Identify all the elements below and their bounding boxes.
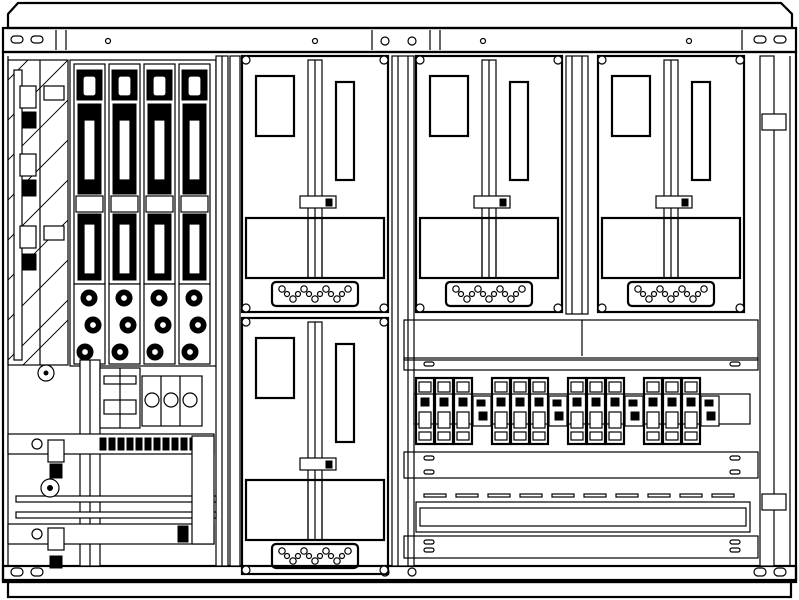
fuse-switch xyxy=(143,63,176,365)
pe-terminal xyxy=(153,437,161,451)
rail-slot xyxy=(711,493,735,498)
screw xyxy=(597,303,607,313)
breaker-group xyxy=(490,376,568,446)
screw xyxy=(415,303,425,313)
slot xyxy=(423,547,435,553)
screw xyxy=(241,55,251,65)
meter-display-window xyxy=(254,336,296,400)
rail-slot xyxy=(615,493,639,498)
pe-terminal xyxy=(108,437,116,451)
bottom-mounting-rail xyxy=(10,567,787,577)
incoming-terminal-clamps xyxy=(19,85,65,382)
meter-slot xyxy=(690,80,712,182)
screw xyxy=(415,55,425,65)
slot xyxy=(729,547,741,553)
pe-terminal xyxy=(171,437,179,451)
pe-terminal xyxy=(126,437,134,451)
meter-display-window xyxy=(428,74,470,138)
screw xyxy=(553,303,563,313)
meter-slot xyxy=(508,80,530,182)
panel-divider-profiles xyxy=(391,55,787,567)
rail-slot xyxy=(487,493,511,498)
circuit-breaker xyxy=(528,376,550,446)
rail-slot xyxy=(647,493,671,498)
fuse-switch-array xyxy=(69,59,217,367)
meter-slot xyxy=(334,80,356,182)
circuit-breaker xyxy=(604,376,626,446)
rail-slot xyxy=(519,493,543,498)
meter-display-window xyxy=(610,74,652,138)
rail-slot xyxy=(423,493,447,498)
meter-display-window xyxy=(254,74,296,138)
pe-terminal xyxy=(135,437,143,451)
screw xyxy=(553,55,563,65)
incoming-connection-zone xyxy=(7,59,69,382)
fuse-switch xyxy=(178,63,211,365)
screw xyxy=(241,317,251,327)
slot xyxy=(423,455,435,461)
breaker-group xyxy=(414,376,492,446)
terminal-block xyxy=(270,542,360,570)
circuit-breaker-groups xyxy=(414,376,720,446)
pe-terminal xyxy=(99,437,107,451)
pe-terminal xyxy=(144,437,152,451)
screw xyxy=(241,303,251,313)
fuse-switch xyxy=(73,63,106,365)
meter-panel xyxy=(414,54,564,314)
screw xyxy=(597,55,607,65)
slot xyxy=(729,469,741,475)
terminal-block xyxy=(626,280,716,308)
pe-terminal xyxy=(162,437,170,451)
screw xyxy=(379,303,389,313)
meter-panels xyxy=(240,54,746,576)
slot xyxy=(729,539,741,545)
slot xyxy=(423,539,435,545)
screw xyxy=(241,565,251,575)
rail-slot xyxy=(455,493,479,498)
slot xyxy=(729,455,741,461)
circuit-breaker xyxy=(680,376,702,446)
meter-panel xyxy=(240,316,390,576)
screw xyxy=(735,55,745,65)
fuse-switch xyxy=(108,63,141,365)
screw xyxy=(379,55,389,65)
meter-panel xyxy=(596,54,746,314)
meter-terminal-cover xyxy=(600,216,742,280)
slot xyxy=(423,361,435,367)
meter-panel xyxy=(240,54,390,314)
terminal-block xyxy=(444,280,534,308)
slot xyxy=(423,469,435,475)
surge-protection-devices xyxy=(99,367,203,429)
breaker-group xyxy=(566,376,644,446)
meter-terminal-cover xyxy=(418,216,560,280)
top-mounting-rail xyxy=(10,30,787,50)
pe-terminal xyxy=(117,437,125,451)
breaker-group xyxy=(642,376,720,446)
meter-terminal-cover xyxy=(244,478,386,542)
circuit-breaker xyxy=(452,376,474,446)
screw xyxy=(379,317,389,327)
pe-terminal xyxy=(180,437,188,451)
meter-terminal-cover xyxy=(244,216,386,280)
screw xyxy=(379,565,389,575)
rail-slot xyxy=(679,493,703,498)
terminal-block xyxy=(270,280,360,308)
slot xyxy=(729,361,741,367)
meter-slot xyxy=(334,342,356,444)
pe-n-busbars xyxy=(7,433,217,569)
rail-slot xyxy=(583,493,607,498)
rail-slot xyxy=(551,493,575,498)
screw xyxy=(735,303,745,313)
